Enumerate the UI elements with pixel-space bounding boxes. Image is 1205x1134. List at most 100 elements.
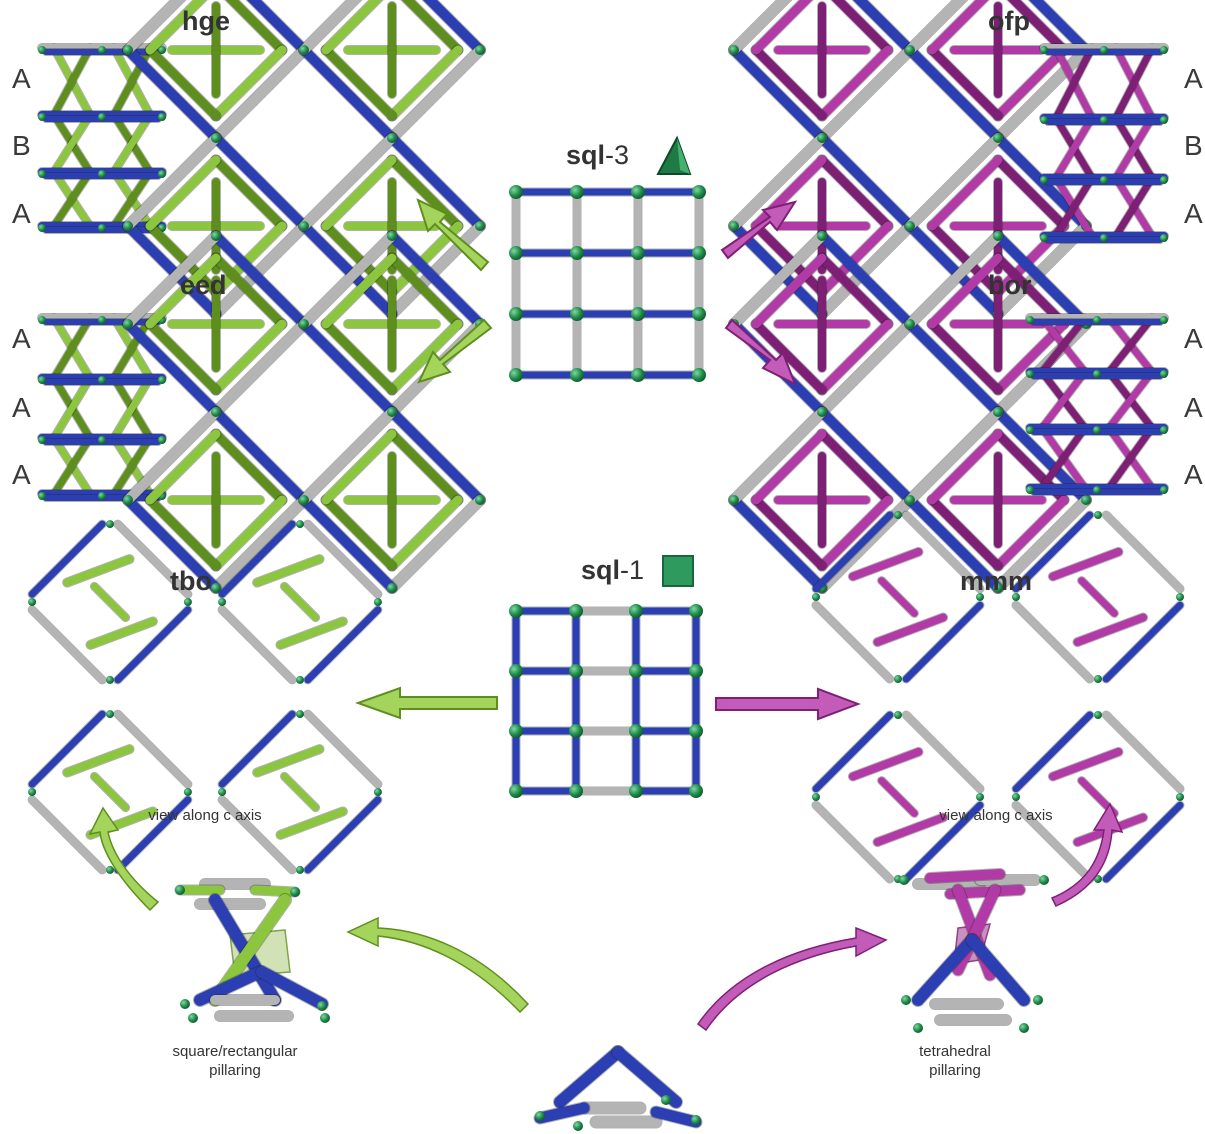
arrow-to-tbo [355, 686, 498, 720]
node [180, 999, 190, 1009]
triangle-rod [534, 1102, 590, 1124]
node [1033, 995, 1043, 1005]
eed-layer-3: A [12, 459, 31, 490]
node [629, 784, 643, 798]
node [692, 368, 706, 382]
frame-rod [1028, 0, 1091, 55]
frame-rod [1102, 511, 1184, 593]
node [1160, 486, 1168, 494]
pillar-rod [321, 0, 383, 55]
frame-rod [28, 710, 106, 788]
node [320, 1013, 330, 1023]
tetrahedral-pillaring-caption: tetrahedral pillaring [900, 1042, 1010, 1080]
node [183, 788, 192, 796]
pillar-rod [927, 155, 1003, 231]
bor-layer-1: A [1184, 323, 1203, 354]
node [570, 368, 584, 382]
frame-rod [123, 221, 221, 319]
pillar-rod [63, 555, 134, 587]
node [1100, 46, 1108, 54]
frame-rod [387, 221, 485, 319]
node [817, 231, 827, 241]
pillar-rod [145, 221, 221, 297]
frame-rod [218, 796, 296, 874]
node [1026, 426, 1034, 434]
frame-rod [299, 0, 362, 55]
pillar-rod [1048, 747, 1123, 781]
node [158, 436, 166, 444]
node [629, 664, 643, 678]
node [211, 407, 221, 417]
node [1040, 176, 1048, 184]
pillar-rod [1038, 424, 1089, 492]
pillar-rod [90, 582, 130, 622]
node [894, 711, 902, 719]
pillar-rod [321, 221, 397, 297]
pillar-rod [817, 495, 893, 571]
frame-rod [905, 133, 1003, 231]
frame-rod [1012, 711, 1094, 793]
frame-rod [902, 511, 984, 593]
frame-rod [28, 796, 106, 874]
node [475, 45, 485, 55]
node [631, 307, 645, 321]
pillar-rod [145, 155, 221, 231]
node [1093, 370, 1101, 378]
node [158, 376, 166, 384]
node [1160, 426, 1168, 434]
frame-rod [1012, 601, 1094, 683]
pillar-rod [321, 155, 397, 231]
pillar-rod [145, 429, 221, 505]
pillar-rod [50, 44, 94, 119]
hge-top-view [122, 0, 486, 320]
hge-layer-3: A [12, 198, 31, 229]
pillar-rod [110, 374, 154, 442]
pillar-rod [1105, 314, 1156, 376]
pillar-rod [848, 747, 923, 781]
frame-rod [902, 601, 984, 683]
pillar-rod [321, 45, 397, 121]
frame-rod [812, 601, 894, 683]
node [299, 221, 309, 231]
frame-rod [246, 0, 309, 55]
node [1040, 234, 1048, 242]
pillar-rod [751, 319, 827, 395]
node [509, 185, 523, 199]
hge-label: hge [182, 6, 231, 36]
eed-label: eed [180, 270, 227, 300]
node [1026, 316, 1034, 324]
arrow-to-bor [724, 318, 797, 387]
mmm-view-caption: view along c axis [939, 807, 1053, 824]
pillar-rod [848, 547, 923, 581]
pillar-rod [831, 0, 893, 55]
node [729, 221, 739, 231]
node [569, 664, 583, 678]
square-pillaring-line-2: pillaring [209, 1062, 261, 1079]
sql-3-name: sql [566, 140, 606, 170]
pillar-rod [751, 45, 827, 121]
node [296, 865, 304, 874]
frame-rod [817, 231, 915, 329]
node [158, 46, 166, 54]
pillar-rod [817, 429, 893, 505]
frame-rod [114, 710, 192, 788]
pillar-rod [321, 319, 397, 395]
curved-arrow-base-to-square [346, 916, 530, 1014]
node [106, 520, 114, 529]
pillar-rod [321, 253, 397, 329]
frame-rod [211, 133, 309, 231]
node [211, 133, 221, 143]
frame-rod [299, 319, 397, 417]
node [509, 784, 523, 798]
node [1160, 116, 1168, 124]
node [1160, 316, 1168, 324]
node [993, 133, 1003, 143]
pillar-rod [145, 45, 221, 121]
node [1093, 316, 1101, 324]
frame-rod [993, 45, 1091, 143]
node [894, 511, 902, 519]
pillar-rod [321, 495, 397, 571]
node [631, 368, 645, 382]
node [218, 788, 227, 796]
